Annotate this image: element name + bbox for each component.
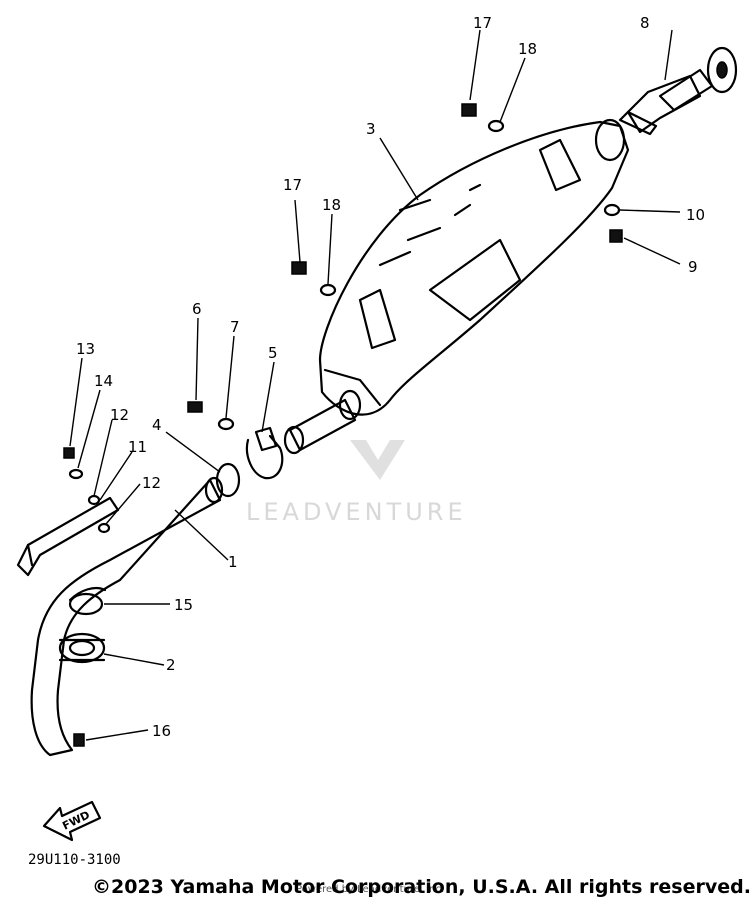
part-gasket [215, 462, 241, 498]
callout-14: 14 [94, 372, 113, 390]
bolt-16 [73, 733, 85, 747]
footer-credit: Powered by Leadventure, Inc. [296, 884, 445, 895]
callout-1: 1 [228, 553, 238, 571]
nut-10 [603, 203, 621, 217]
diagram-part-code: 29U110-3100 [28, 852, 121, 868]
callout-6: 6 [192, 300, 202, 318]
part-muffler-inlet [283, 398, 357, 455]
washer-18b [319, 283, 337, 297]
washer-14 [68, 468, 84, 480]
callout-2: 2 [166, 656, 176, 674]
bolt-9 [609, 229, 623, 243]
washer-7 [217, 417, 235, 431]
part-clamp [245, 426, 284, 480]
part-exhaust-gasket [68, 592, 104, 616]
callout-9: 9 [688, 258, 698, 276]
bolt-6 [187, 401, 203, 413]
callout-16: 16 [152, 722, 171, 740]
callout-12-upper: 12 [110, 406, 129, 424]
callout-17-upper: 17 [473, 14, 492, 32]
callout-4: 4 [152, 416, 162, 434]
footer-copyright: ©2023 Yamaha Motor Corporation, U.S.A. A… [92, 876, 750, 898]
bolt-13 [63, 447, 75, 459]
part-muffler [318, 118, 630, 421]
callout-7: 7 [230, 318, 240, 336]
part-end-cap [618, 46, 738, 136]
watermark-text: LEADVENTURE [246, 498, 467, 526]
callout-18-lower: 18 [322, 196, 341, 214]
bolt-17b [291, 261, 307, 275]
callout-15: 15 [174, 596, 193, 614]
callout-5: 5 [268, 344, 278, 362]
watermark-logo-icon [350, 440, 405, 480]
clip-12b [97, 522, 111, 534]
callouts: 1 2 3 4 5 6 7 8 9 10 11 12 12 13 14 15 1… [76, 14, 705, 740]
callout-13: 13 [76, 340, 95, 358]
callout-8: 8 [640, 14, 650, 32]
clip-12a [87, 494, 101, 506]
part-exhaust-pipe [30, 476, 224, 757]
bolt-17a [461, 103, 477, 117]
fasteners [63, 103, 623, 747]
callout-3: 3 [366, 120, 376, 138]
callout-18-upper: 18 [518, 40, 537, 58]
washer-18a [487, 119, 505, 133]
fwd-arrow: FWD [42, 800, 102, 842]
callout-11: 11 [128, 438, 147, 456]
leader-lines [69, 29, 681, 741]
callout-17-lower: 17 [283, 176, 302, 194]
callout-10: 10 [686, 206, 705, 224]
part-flange [58, 632, 106, 664]
watermark: LEADVENTURE [246, 440, 467, 526]
callout-12-lower: 12 [142, 474, 161, 492]
